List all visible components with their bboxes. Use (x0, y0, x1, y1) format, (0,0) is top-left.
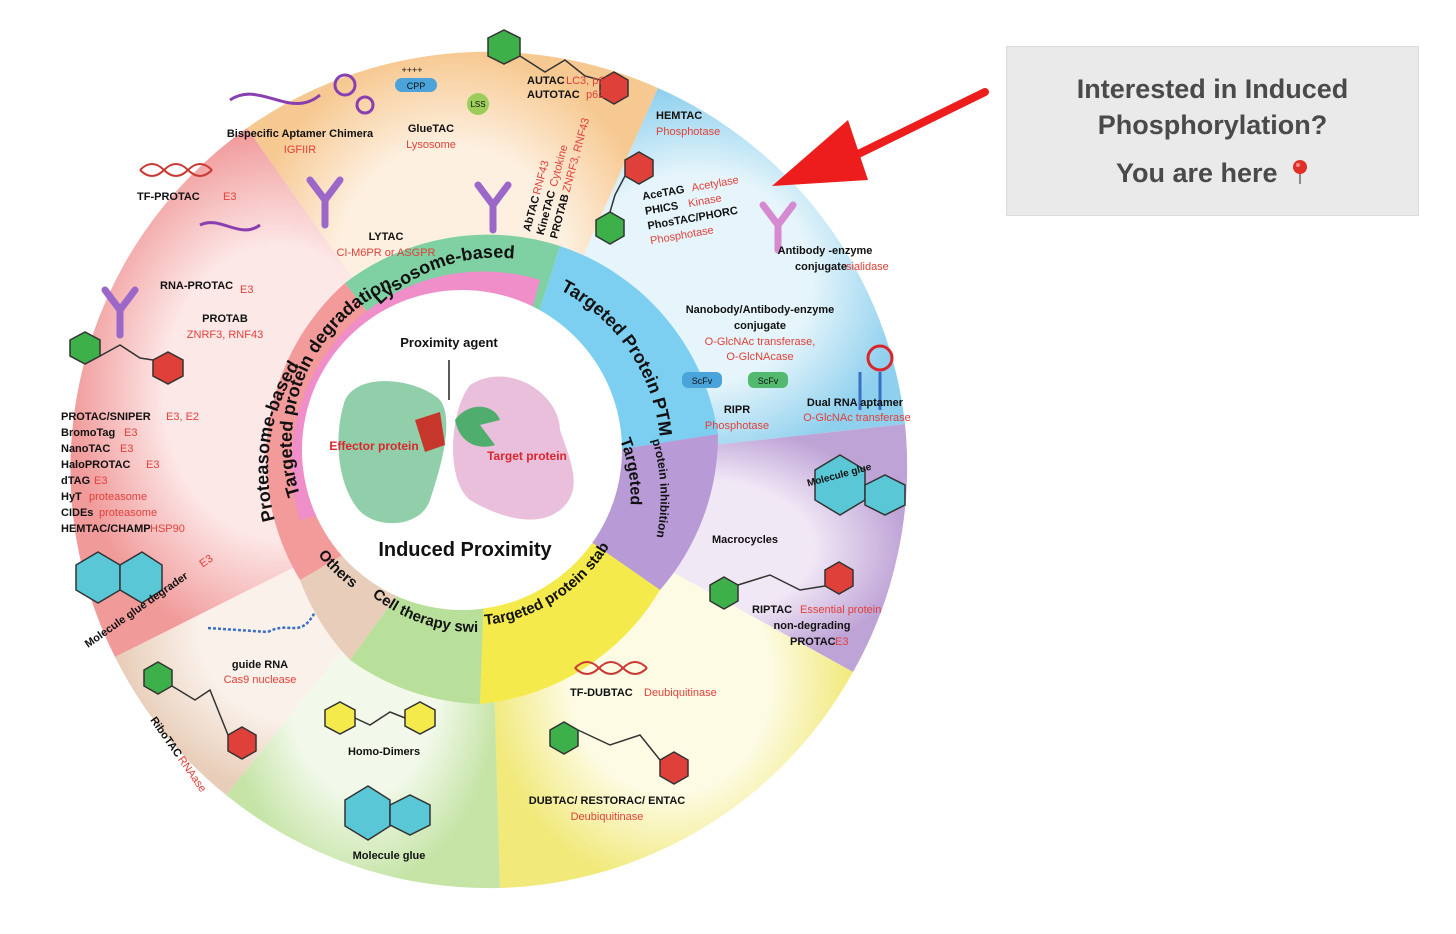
phics-name: PHICS (644, 200, 679, 218)
cpp-label: CPP (407, 81, 426, 91)
nano-tag1: O-GlcNAc transferase, (705, 336, 816, 348)
tf-protac-name: TF-PROTAC (137, 191, 200, 203)
plus-label: ++++ (401, 65, 422, 75)
protac-item-name: HEMTAC/CHAMP (61, 523, 151, 535)
protac-item-name: HaloPROTAC (61, 459, 131, 471)
molecule-drawings (69, 29, 906, 841)
lytac-tag: CI-M6PR or ASGPR (336, 247, 435, 259)
protac-item-tag: HSP90 (150, 523, 185, 535)
proximity-agent-claw (455, 406, 500, 447)
scfv-label: ScFv (758, 376, 779, 386)
map-pin-icon (1293, 160, 1308, 184)
protac-item-tag: proteasome (89, 491, 147, 503)
protac-item-tag: E3 (124, 427, 137, 439)
hemtac-name: HEMTAC (656, 110, 702, 122)
ab-enzyme-tag: sialidase (846, 261, 889, 273)
protac-item-name: NanoTAC (61, 443, 110, 455)
phics-tag: Kinase (687, 192, 722, 210)
protac-item-name: BromoTag (61, 427, 115, 439)
protac-item-tag: E3 (146, 459, 159, 471)
macrocycles-name: Macrocycles (712, 534, 778, 546)
callout-line-1: Interested in Induced (1076, 74, 1349, 104)
protac-item-name: dTAG (61, 475, 90, 487)
rna-protac-name: RNA-PROTAC (160, 280, 233, 292)
target-label: Target protein (487, 449, 567, 463)
guide-rna-name: guide RNA (232, 659, 288, 671)
dubtac-tag: Deubiquitinase (571, 811, 644, 823)
bispecific-name: Bispecific Aptamer Chimera (227, 128, 374, 140)
lss-circle (467, 93, 489, 115)
protac-item-name: HyT (61, 491, 82, 503)
tf-protac-tag: E3 (223, 191, 236, 203)
effector-protein-blob (338, 381, 447, 524)
proximity-agent-label: Proximity agent (400, 335, 498, 350)
center-title: Induced Proximity (378, 539, 552, 561)
ab-enzyme-name: Antibody -enzyme (778, 245, 873, 257)
callout-line-3: You are here (1115, 158, 1278, 188)
riptac-tag: Essential protein (800, 604, 881, 616)
dual-rna-tag: O-GlcNAc transferase (803, 412, 911, 424)
riptac-line3: PROTAC (790, 636, 836, 648)
riptac-tag3: E3 (835, 636, 848, 648)
guide-rna-icon (207, 611, 317, 634)
dubtac-name: DUBTAC/ RESTORAC/ ENTAC (529, 795, 686, 807)
autotac-tag: p62 (586, 89, 604, 101)
ripr-tag: Phosphotase (705, 420, 769, 432)
scfv-box (748, 372, 788, 388)
autac-tag: LC3, p62 (566, 75, 611, 87)
protab-name: PROTAB (202, 313, 248, 325)
protac-item-tag: E3 (94, 475, 107, 487)
mol-glue-name: Molecule glue (353, 850, 426, 862)
protac-item-name: PROTAC/SNIPER (61, 411, 151, 423)
bispecific-tag: IGFIIR (284, 144, 316, 156)
autotac-name: AUTOTAC (527, 89, 580, 101)
nano-name: Nanobody/Antibody-enzyme (686, 304, 835, 316)
protac-item-tag: E3, E2 (166, 411, 199, 423)
scfv-label: ScFv (692, 376, 713, 386)
protac-item-tag: E3 (120, 443, 133, 455)
protac-item-name: CIDEs (61, 507, 93, 519)
ripr-name: RIPR (724, 404, 750, 416)
protac-list: PROTAC/SNIPER E3, E2 BromoTag E3 NanoTAC… (61, 411, 199, 535)
guide-rna-tag: Cas9 nuclease (224, 674, 297, 686)
lss-label: LSS (470, 100, 485, 109)
gluetac-tag: Lysosome (406, 139, 456, 151)
gluetac-name: GlueTAC (408, 123, 454, 135)
lytac-name: LYTAC (369, 231, 404, 243)
callout-line-2: Phosphorylation? (1097, 110, 1328, 140)
phosphorylation-callout: Interested in Induced Phosphorylation? Y… (1006, 46, 1419, 216)
hemtac-tag: Phosphotase (656, 126, 720, 138)
proximity-agent-shape (415, 412, 445, 452)
nano-tag2: O-GlcNAcase (726, 351, 793, 363)
scfv-box (682, 372, 722, 388)
rna-protac-tag: E3 (240, 284, 253, 296)
callout-line-3-wrap: You are here (1116, 155, 1309, 191)
protac-item-tag: proteasome (99, 507, 157, 519)
tf-dubtac-tag: Deubiquitinase (644, 687, 717, 699)
nano-name2: conjugate (734, 320, 786, 332)
aptamer-icon (199, 73, 894, 410)
cpp-box (395, 78, 437, 92)
autac-name: AUTAC (527, 75, 565, 87)
antibody-icon (101, 176, 797, 339)
homodimers-name: Homo-Dimers (348, 746, 420, 758)
protab-tag: ZNRF3, RNF43 (187, 329, 263, 341)
riptac-line2: non-degrading (774, 620, 851, 632)
red-arrow-icon (772, 88, 989, 186)
riptac-name: RIPTAC (752, 604, 792, 616)
ab-enzyme-name2: conjugate (795, 261, 847, 273)
dual-rna-name: Dual RNA aptamer (807, 397, 904, 409)
dna-helix-icon (139, 163, 648, 675)
effector-label: Effector protein (329, 439, 418, 453)
tf-dubtac-name: TF-DUBTAC (570, 687, 633, 699)
